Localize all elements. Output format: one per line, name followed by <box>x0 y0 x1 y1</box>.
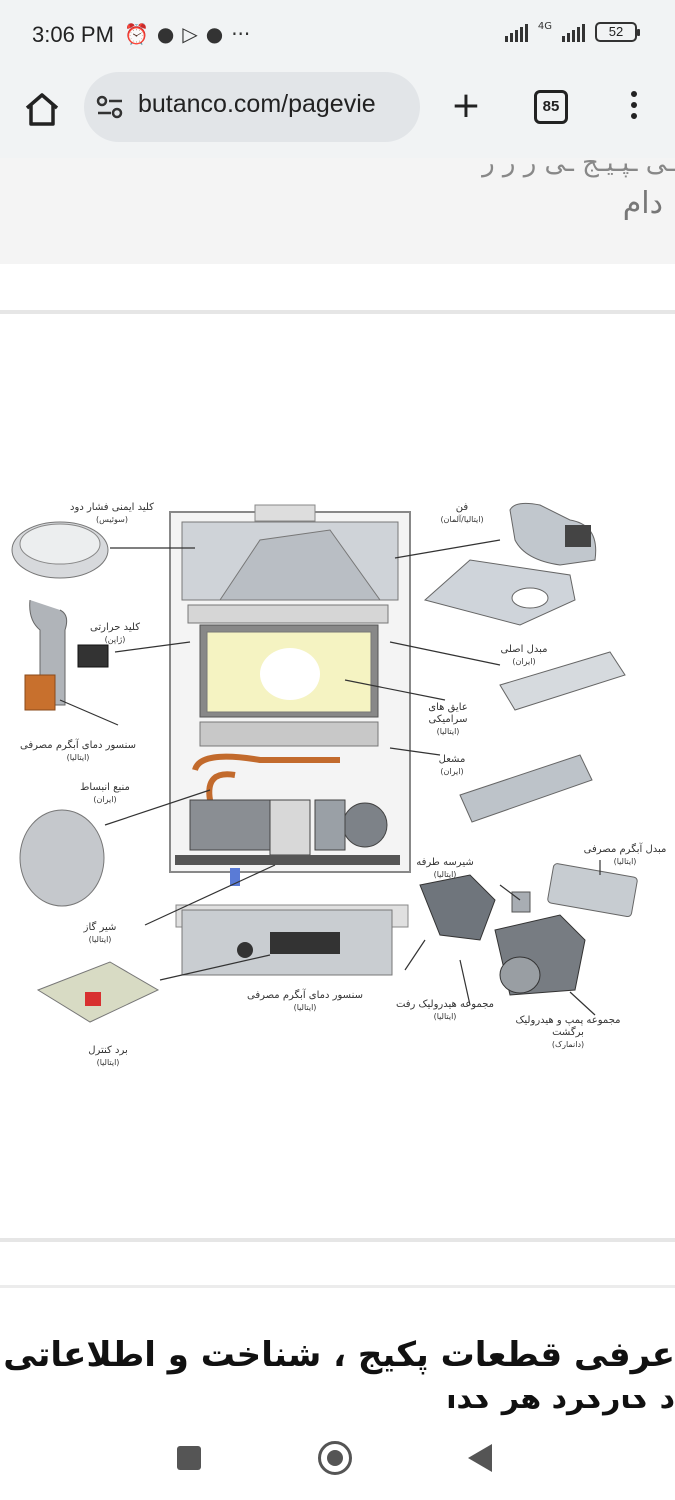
svg-text:(ایتالیا): (ایتالیا) <box>434 1012 457 1021</box>
label-dhw-temp-sensor-left: سنسور دمای آبگرم مصرفی <box>20 738 136 751</box>
svg-text:(سوئیس): (سوئیس) <box>96 515 128 524</box>
label-supply-hydraulic: مجموعه هیدرولیک رفت <box>396 999 494 1010</box>
cell-signal-icon <box>562 22 585 42</box>
label-main-exchanger: مبدل اصلی <box>501 644 548 655</box>
svg-text:(ایتالیا): (ایتالیا) <box>437 727 460 736</box>
home-nav-button[interactable] <box>318 1441 352 1475</box>
label-expansion-tank: منبع انبساط <box>80 782 130 793</box>
svg-text:(ایتالیا): (ایتالیا) <box>614 857 637 866</box>
svg-text:(ایتالیا): (ایتالیا) <box>434 870 457 879</box>
label-burner: مشعل <box>439 754 466 765</box>
site-settings-icon[interactable] <box>96 94 124 120</box>
recents-button[interactable] <box>177 1446 201 1470</box>
notification-icons: ⏰ ● ▷ ● ··· <box>124 22 258 46</box>
chat-icon: ● <box>156 22 175 46</box>
new-tab-button[interactable]: + <box>450 85 482 126</box>
partial-text-line-2: دام <box>622 186 663 221</box>
system-navigation-bar <box>0 1420 675 1500</box>
status-time: 3:06 PM <box>32 22 114 47</box>
svg-text:(ایران): (ایران) <box>93 795 116 804</box>
previous-text-block: ـى ـپـيـج ـى ر ر ر دام <box>0 148 675 264</box>
label-smoke-pressure-switch: کلید ایمنی فشار دود <box>70 502 154 513</box>
home-button[interactable] <box>18 86 66 134</box>
back-button[interactable] <box>468 1444 492 1472</box>
url-text[interactable]: butanco.com/pagevie <box>138 90 376 118</box>
divider <box>0 310 675 314</box>
svg-text:برگشت: برگشت <box>552 1026 584 1038</box>
svg-text:(ایران): (ایران) <box>512 657 535 666</box>
svg-text:سرامیکی: سرامیکی <box>429 714 468 725</box>
boiler-parts-diagram: کلید ایمنی فشار دود (سوئیس) فن (ایتالیا/… <box>11 502 666 1067</box>
play-store-icon: ▷ <box>182 22 198 46</box>
browser-toolbar: butanco.com/pagevie + 85 <box>0 72 675 158</box>
overflow-menu-button[interactable] <box>620 86 648 130</box>
label-gas-valve: شیر گاز <box>83 921 117 933</box>
label-three-way-valve: شیرسه طرفه <box>416 857 473 868</box>
svg-text:(ایتالیا/آلمان): (ایتالیا/آلمان) <box>440 514 483 524</box>
network-type: 4G <box>537 20 552 32</box>
svg-text:(ایتالیا): (ایتالیا) <box>97 1058 120 1067</box>
alarm-icon: ⏰ <box>124 22 149 46</box>
label-ceramic-insulation: عایق های <box>428 702 467 713</box>
battery-icon: 52 <box>595 22 640 42</box>
address-bar[interactable]: butanco.com/pagevie <box>84 72 420 142</box>
label-pump-hydraulic: مجموعه پمپ و هیدرولیک <box>515 1015 620 1026</box>
dot-icon: ● <box>205 22 224 46</box>
svg-text:(ایتالیا): (ایتالیا) <box>67 753 90 762</box>
article-heading-line2: د کارکرد هر کدا <box>446 1395 675 1416</box>
status-right: 4G 52 <box>504 20 640 42</box>
label-dhw-temp-sensor-bottom: سنسور دمای آبگرم مصرفی <box>247 988 363 1001</box>
svg-text:(دانمارک): (دانمارک) <box>552 1040 584 1049</box>
partial-text-line: ـى ـپـيـج ـى ر ر ر <box>482 148 675 178</box>
part-labels: کلید ایمنی فشار دود (سوئیس) فن (ایتالیا/… <box>20 502 666 1067</box>
svg-text:(ایتالیا): (ایتالیا) <box>89 935 112 944</box>
label-thermal-switch: کلید حرارتی <box>90 622 140 633</box>
tab-switcher-button[interactable]: 85 <box>534 90 568 124</box>
wifi-signal-icon <box>504 22 528 42</box>
label-dhw-exchanger: مبدل آبگرم مصرفی <box>584 842 667 855</box>
home-icon <box>25 93 59 126</box>
status-bar: 3:06 PM ⏰ ● ▷ ● ··· 4G 52 <box>0 0 675 72</box>
article-heading: عرفی قطعات پکیج ، شناخت و اطلاعاتی در <box>0 1335 675 1375</box>
control-panel <box>175 904 409 976</box>
svg-text:(ایران): (ایران) <box>440 767 463 776</box>
part-illustrations <box>11 502 638 1023</box>
boiler-casing <box>169 504 411 886</box>
leader-lines <box>59 539 601 1016</box>
label-control-board: برد کنترل <box>88 1045 128 1056</box>
more-notifications-icon: ··· <box>231 22 251 46</box>
svg-text:(ایتالیا): (ایتالیا) <box>294 1003 317 1012</box>
divider <box>0 1285 675 1288</box>
label-fan: فن <box>456 502 469 513</box>
svg-text:(ژاپن): (ژاپن) <box>105 635 126 644</box>
divider <box>0 1238 675 1242</box>
